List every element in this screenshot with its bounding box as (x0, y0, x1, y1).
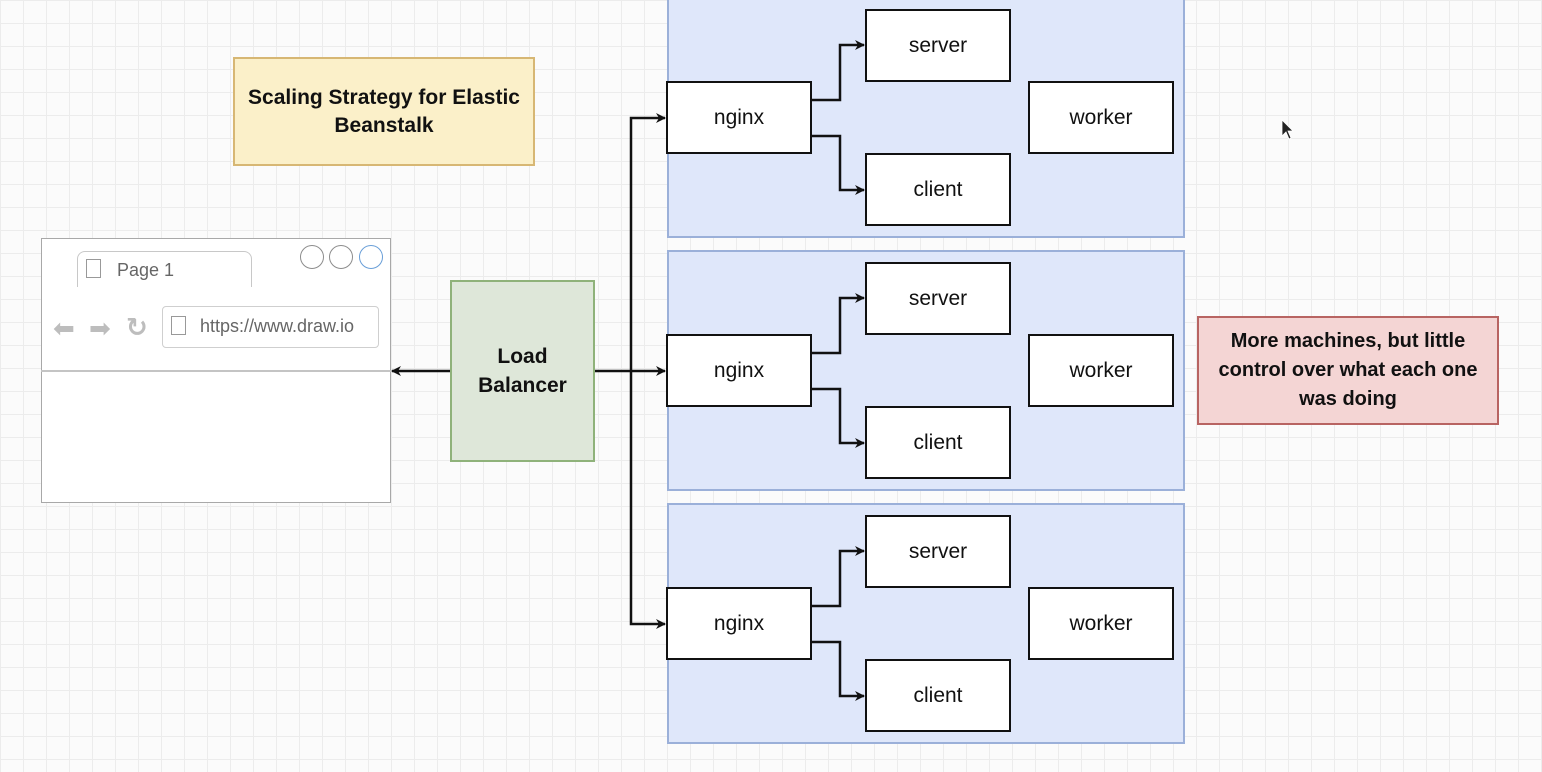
arrow-nginx-1-to-server (812, 40, 865, 102)
nginx-box-3: nginx (666, 587, 812, 660)
server-box-2: server (865, 262, 1011, 335)
browser-divider (41, 370, 391, 372)
page-icon (86, 259, 101, 278)
server-box-3: server (865, 515, 1011, 588)
worker-box-3: worker (1028, 587, 1174, 660)
side-note-text: More machines, but little control over w… (1218, 330, 1478, 410)
diagram-title: Scaling Strategy for Elastic Beanstalk (248, 85, 520, 137)
window-maximize-icon (329, 245, 353, 269)
client-box-1: client (865, 153, 1011, 226)
worker-box-1: worker (1028, 81, 1174, 154)
arrow-nginx-3-to-server (812, 546, 865, 608)
worker-box-2: worker (1028, 334, 1174, 407)
load-balancer-label: Load Balancer (478, 345, 567, 397)
refresh-icon: ↻ (126, 312, 148, 342)
arrow-nginx-1-to-client (812, 134, 865, 195)
client-box-3: client (865, 659, 1011, 732)
forward-arrow-icon: ➡ (89, 313, 111, 343)
nginx-box-2: nginx (666, 334, 812, 407)
arrow-lb-to-nginx-1 (629, 113, 666, 371)
url-page-icon (171, 316, 186, 335)
arrow-nginx-2-to-client (812, 387, 865, 448)
address-bar-url: https://www.draw.io (200, 316, 355, 336)
client-box-2: client (865, 406, 1011, 479)
server-box-1: server (865, 9, 1011, 82)
arrow-lb-to-nginx-3 (629, 371, 666, 629)
arrow-nginx-2-to-server (812, 293, 865, 355)
load-balancer: Load Balancer (450, 280, 595, 462)
diagram-title-note: Scaling Strategy for Elastic Beanstalk (233, 57, 535, 166)
arrow-nginx-3-to-client (812, 640, 865, 701)
mouse-cursor-icon (1281, 119, 1294, 140)
window-minimize-icon (300, 245, 324, 269)
back-arrow-icon: ⬅ (53, 313, 75, 343)
nginx-box-1: nginx (666, 81, 812, 154)
browser-tab (77, 251, 252, 287)
window-close-icon (359, 245, 383, 269)
address-bar (162, 306, 379, 348)
browser-tab-label: Page 1 (117, 260, 175, 280)
side-note: More machines, but little control over w… (1197, 316, 1499, 425)
